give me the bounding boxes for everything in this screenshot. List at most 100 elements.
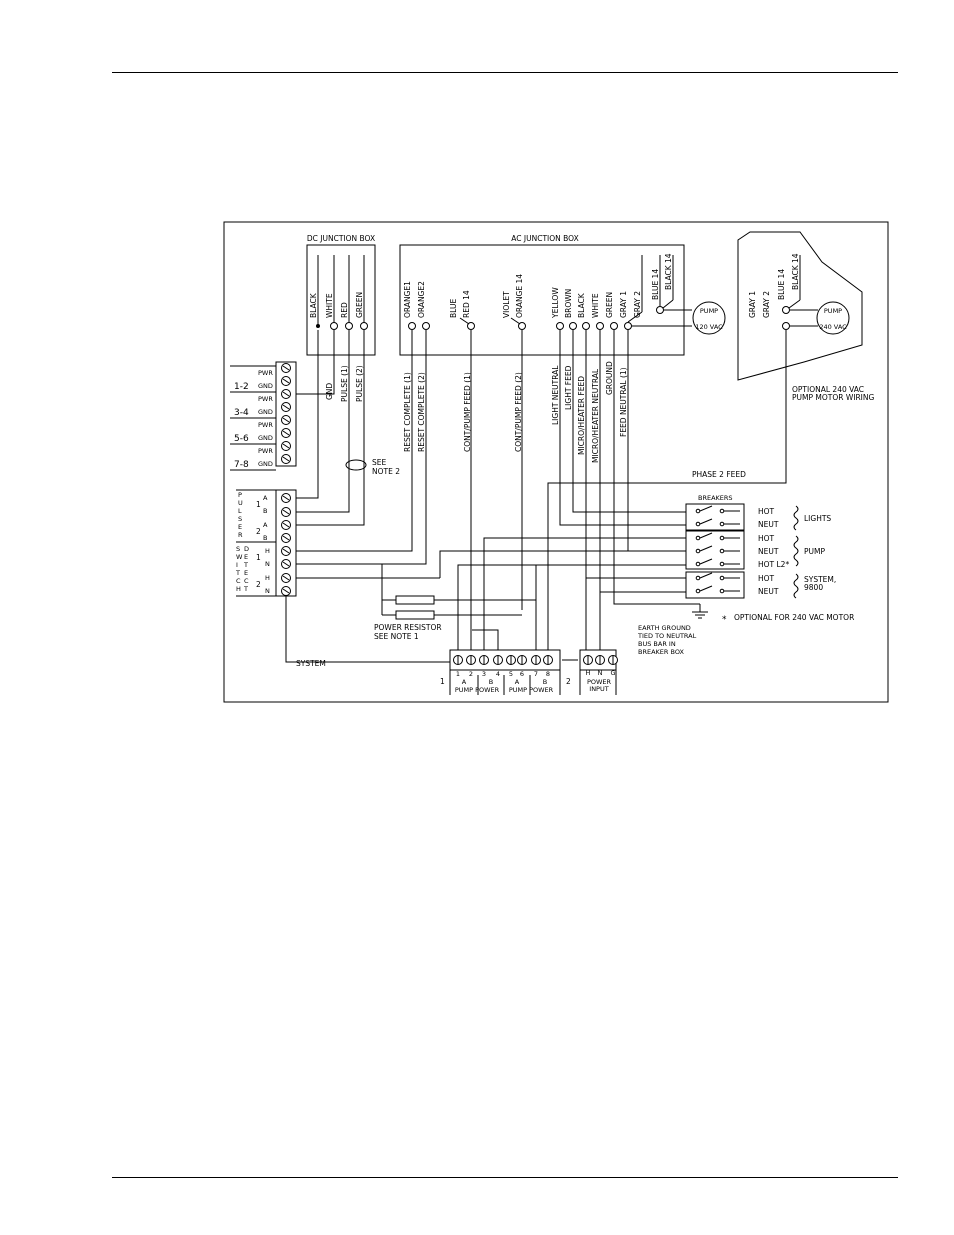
bottom-terminal-strip xyxy=(449,649,618,695)
switch-letter: T xyxy=(235,569,240,577)
gnd-label: GND xyxy=(258,460,273,468)
breaker-arm xyxy=(699,558,713,565)
group-lights: LIGHTS xyxy=(804,514,831,523)
bottom-num-1: 1 xyxy=(440,677,445,686)
optional-asterisk: * xyxy=(722,615,727,625)
breaker-arm xyxy=(699,572,713,579)
pwr-label: PWR xyxy=(258,369,273,377)
ab-b2: B xyxy=(543,678,547,686)
ac-wire-black: BLACK xyxy=(577,292,586,318)
phase2-label: PHASE 2 FEED xyxy=(692,470,746,479)
pulser-a1: A xyxy=(263,494,268,502)
pump-240-label: PUMP xyxy=(824,307,842,315)
detect-letter: E xyxy=(244,553,248,561)
pulser-letter: P xyxy=(238,491,242,499)
breaker-contact xyxy=(719,521,725,527)
pwr-label: PWR xyxy=(258,395,273,403)
ac-wire-orange1: ORANGE1 xyxy=(403,281,412,318)
ac-junction-box xyxy=(399,244,685,356)
ac-wire-brown: BROWN xyxy=(564,289,573,318)
pump-120-voltage: 120 VAC xyxy=(695,323,723,331)
system-label: SYSTEM xyxy=(296,659,326,668)
screw-slot xyxy=(282,456,290,462)
screw-slot xyxy=(282,588,290,594)
pulser-letter: U xyxy=(238,499,243,507)
signal-feed-neutral: FEED NEUTRAL (1) xyxy=(619,367,628,437)
dc-wire-green: GREEN xyxy=(355,292,364,318)
opt-wire-gray2: GRAY 2 xyxy=(762,291,771,318)
breaker-neut-2: NEUT xyxy=(758,547,779,556)
optional-note: OPTIONAL FOR 240 VAC MOTOR xyxy=(734,613,854,622)
group-pump: PUMP xyxy=(804,547,825,556)
brace-system xyxy=(793,573,799,599)
breaker-hot-3: HOT xyxy=(758,574,775,583)
optional-caption-2: PUMP MOTOR WIRING xyxy=(792,393,875,402)
group-5-6: 5-6 xyxy=(234,434,249,444)
ac-wire-green: GREEN xyxy=(605,292,614,318)
signal-micro-neutral: MICRO/HEATER NEUTRAL xyxy=(591,368,600,463)
pulser-letter: E xyxy=(238,523,242,531)
breaker-arm xyxy=(699,532,713,539)
breaker-contact xyxy=(695,548,701,554)
bottom-terminal-number: 8 xyxy=(546,670,550,678)
switch-letter: H xyxy=(236,585,241,593)
earth-ground-2: TIED TO NEUTRAL xyxy=(637,632,697,640)
breaker-arm xyxy=(699,505,713,512)
ac-terminals xyxy=(408,255,726,335)
dc-junction-box xyxy=(306,244,376,356)
ac-wire-blue14: BLUE 14 xyxy=(651,269,660,300)
detect-letter: C xyxy=(244,577,249,585)
pwr-label: PWR xyxy=(258,447,273,455)
breaker-arm xyxy=(699,545,713,552)
brace-pump xyxy=(793,535,799,567)
ac-wire-black14: BLACK 14 xyxy=(664,253,673,290)
signal-micro-feed: MICRO/HEATER FEED xyxy=(577,376,586,455)
screw-slot xyxy=(282,365,290,371)
breaker-contact xyxy=(719,508,725,514)
power-input-1: POWER xyxy=(587,678,612,686)
breaker-neut-1: NEUT xyxy=(758,520,779,529)
dc-wire-black: BLACK xyxy=(309,292,318,318)
note2-note: NOTE 2 xyxy=(372,467,400,476)
signal-ground: GROUND xyxy=(605,361,614,395)
detect-letter: T xyxy=(243,585,248,593)
dc-wire-red: RED xyxy=(340,302,349,318)
ac-wire-gray2: GRAY 2 xyxy=(633,291,642,318)
screw-slot xyxy=(282,509,290,515)
switch-h1: H xyxy=(265,547,270,555)
screw-slot xyxy=(282,443,290,449)
group-3-4: 3-4 xyxy=(234,408,249,418)
earth-ground-4: BREAKER BOX xyxy=(638,648,685,656)
ac-wire-gray1: GRAY 1 xyxy=(619,291,628,318)
ac-wire-blue: BLUE xyxy=(449,299,458,318)
pulser-b2: B xyxy=(263,534,267,542)
power-g: G xyxy=(610,669,615,677)
ac-wire-orange2: ORANGE2 xyxy=(417,281,426,318)
signal-reset1: RESET COMPLETE (1) xyxy=(403,372,412,452)
signal-pulse1: PULSE (1) xyxy=(340,365,349,402)
switch-n2: N xyxy=(265,587,270,595)
bottom-num-2: 2 xyxy=(566,677,571,686)
pulser-a2: A xyxy=(263,521,268,529)
group-9800: 9800 xyxy=(804,583,823,592)
signal-pulse2: PULSE (2) xyxy=(355,365,364,402)
opt-wire-blue14: BLUE 14 xyxy=(777,269,786,300)
breakers-title: BREAKERS xyxy=(698,494,733,502)
ab-a1: A xyxy=(462,678,467,686)
screw-slot xyxy=(282,561,290,567)
opt-wire-gray1: GRAY 1 xyxy=(748,291,757,318)
breaker-contact xyxy=(719,561,725,567)
screw-slot xyxy=(282,417,290,423)
ac-wire-red14: RED 14 xyxy=(462,290,471,318)
bottom-terminal-number: 6 xyxy=(520,670,524,678)
gnd-label: GND xyxy=(258,408,273,416)
signal-light-neutral: LIGHT NEUTRAL xyxy=(551,365,560,425)
pulser-2: 2 xyxy=(256,527,261,536)
dc-box-title: DC JUNCTION BOX xyxy=(307,234,375,243)
bottom-terminal-number: 1 xyxy=(456,670,460,678)
ac-wire-orange14: ORANGE 14 xyxy=(515,274,524,318)
ac-wire-yellow: YELLOW xyxy=(551,287,560,319)
pulser-letter: S xyxy=(238,515,242,523)
bottom-terminal-number: 3 xyxy=(482,670,486,678)
